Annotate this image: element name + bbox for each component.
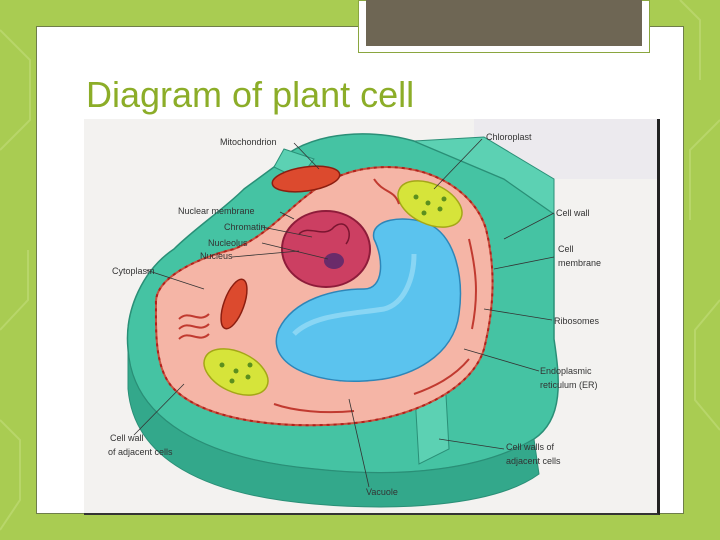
slide-title: Diagram of plant cell <box>86 74 415 115</box>
title-tab-block <box>366 0 642 46</box>
nucleus <box>281 210 371 288</box>
label-cell-membrane-1: Cell <box>558 244 574 254</box>
label-cell-membrane-2: membrane <box>558 258 601 268</box>
chromatin <box>298 223 350 245</box>
label-cell-wall-adjacent-2: of adjacent cells <box>108 447 173 457</box>
mitochondrion <box>271 165 341 193</box>
label-nucleus: Nucleus <box>200 251 233 261</box>
label-mitochondrion: Mitochondrion <box>220 137 277 147</box>
label-cell-wall-adjacent-1: Cell wall <box>110 433 144 443</box>
label-er-2: reticulum (ER) <box>540 380 598 390</box>
cell-wall-front <box>127 348 540 508</box>
label-cell-walls-adjacent-1: Cell walls of <box>506 442 555 452</box>
label-nuclear-membrane: Nuclear membrane <box>178 206 255 216</box>
label-ribosomes: Ribosomes <box>554 316 600 326</box>
plant-cell-diagram: Mitochondrion Chloroplast Nuclear membra… <box>84 119 660 515</box>
label-chloroplast: Chloroplast <box>486 132 532 142</box>
mitochondrion-lower <box>220 278 248 330</box>
nucleolus <box>324 253 344 269</box>
label-cytoplasm: Cytoplasm <box>112 266 155 276</box>
label-cell-walls-adjacent-2: adjacent cells <box>506 456 561 466</box>
label-vacuole: Vacuole <box>366 487 398 497</box>
label-er-1: Endoplasmic <box>540 366 592 376</box>
label-nucleolus: Nucleolus <box>208 238 248 248</box>
label-cell-wall: Cell wall <box>556 208 590 218</box>
label-chromatin: Chromatin <box>224 222 266 232</box>
adjacent-cell-wall-top <box>413 136 555 215</box>
